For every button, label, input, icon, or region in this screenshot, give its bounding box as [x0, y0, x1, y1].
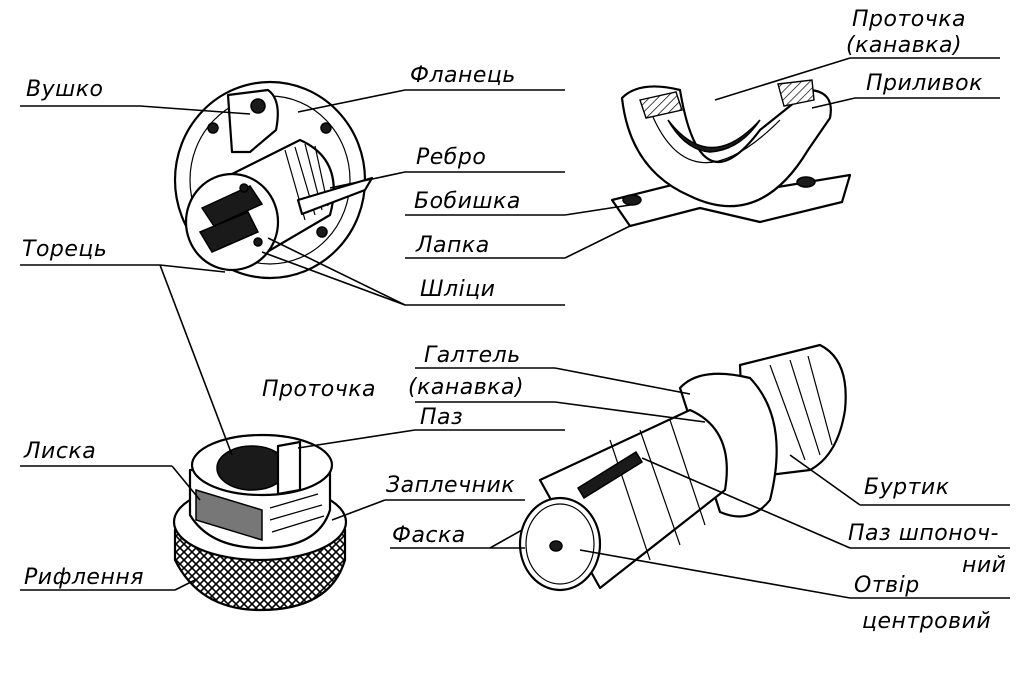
base-hole-1 — [622, 194, 642, 206]
section-hatch-1 — [639, 91, 683, 119]
label-otvir-2: центровий — [862, 609, 991, 634]
label-prylyvok: Приливок — [866, 71, 983, 96]
slot — [276, 440, 302, 496]
keyway-slot — [576, 450, 644, 500]
bore — [216, 445, 288, 491]
section-hatch-2 — [777, 79, 815, 107]
label-vushko: Вушко — [26, 77, 104, 102]
label-protochka-top-1: Проточка — [852, 7, 966, 32]
label-bobyshka: Бобишка — [414, 189, 521, 214]
label-haltel: Галтель — [424, 343, 521, 368]
label-faska: Фаска — [392, 523, 466, 548]
label-paz-shponoch-2: ний — [962, 553, 1006, 578]
flange-part — [173, 80, 374, 280]
label-paz-shponoch-1: Паз шпоноч- — [848, 521, 999, 546]
rib — [296, 176, 374, 216]
spline-key-2 — [198, 211, 260, 253]
label-rebro: Ребро — [416, 145, 486, 170]
labels: Вушко Фланець Ребро Бобишка Лапка Торець… — [22, 7, 1006, 634]
center-hole — [549, 540, 563, 552]
label-ryflennia: Рифлення — [24, 565, 144, 590]
label-protochka-top-2: (канавка) — [846, 33, 962, 58]
shaft-part — [518, 343, 847, 592]
label-lyska: Лиска — [23, 439, 96, 464]
leader-lines — [20, 57, 1010, 599]
bore-groove — [667, 119, 761, 153]
label-burtyk: Буртик — [864, 475, 950, 500]
label-paz: Паз — [420, 405, 463, 430]
label-protochka: Проточка — [262, 377, 376, 402]
label-kanavka: (канавка) — [408, 375, 524, 400]
bearing-housing-part — [610, 79, 852, 228]
lug-hole — [250, 98, 266, 114]
label-lapka: Лапка — [415, 233, 490, 258]
knurled-nut-part — [172, 433, 348, 612]
flange-hole-3 — [316, 226, 328, 238]
label-torets: Торець — [22, 237, 107, 262]
flange-hole-1 — [207, 122, 219, 134]
spline-key-1 — [200, 185, 264, 227]
label-shlitsi: Шліци — [420, 277, 495, 302]
base-hole-2 — [796, 176, 816, 188]
flange-hole-2 — [320, 122, 332, 134]
label-otvir-1: Отвір — [854, 573, 920, 598]
label-flanets: Фланець — [410, 63, 516, 88]
flat-face — [195, 488, 263, 542]
label-zaplechnyk: Заплечник — [386, 473, 515, 498]
collar-ring — [678, 372, 778, 518]
